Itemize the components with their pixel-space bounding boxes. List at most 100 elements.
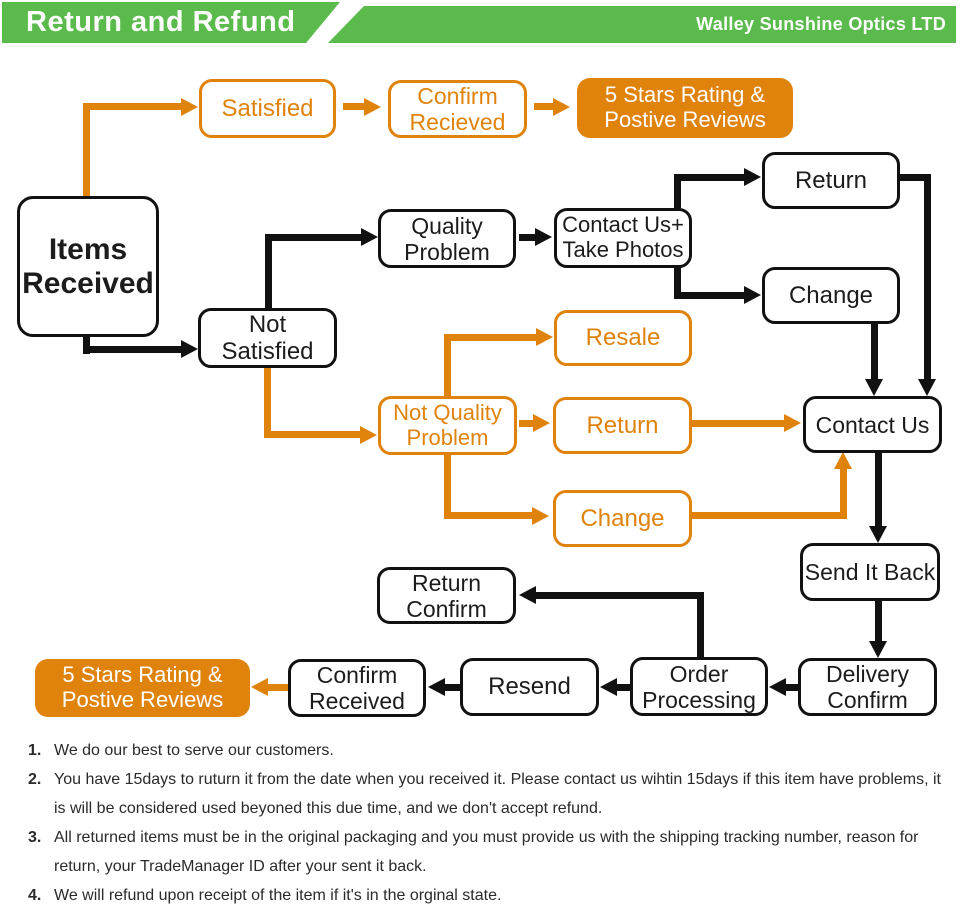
- node-label-line: Confirm: [417, 83, 498, 110]
- flow-line: [900, 174, 931, 181]
- flow-line: [265, 240, 272, 308]
- flow-line: [692, 420, 784, 427]
- node-label-line: Received: [309, 688, 405, 714]
- node-resale: Resale: [554, 310, 692, 366]
- note-text: All returned items must be in the origin…: [54, 829, 919, 875]
- node-satisfied: Satisfied: [199, 79, 336, 138]
- note-text: We will refund upon receipt of the item …: [54, 887, 502, 904]
- flow-line: [444, 684, 460, 691]
- node-change-top: Change: [762, 267, 900, 324]
- flow-line: [840, 469, 847, 519]
- flow-line: [875, 601, 882, 641]
- node-label-line: Not: [248, 310, 287, 338]
- note-number: 1.: [28, 742, 42, 759]
- flow-line: [444, 334, 536, 341]
- node-label-line: 5 Stars Rating &: [62, 662, 223, 688]
- flow-line: [444, 512, 532, 519]
- page-title: Return and Refund: [26, 6, 296, 38]
- node-label-line: 5 Stars Rating &: [604, 82, 766, 108]
- node-return-top: Return: [762, 152, 900, 209]
- note-number: 3.: [28, 829, 42, 846]
- arrowhead: [784, 414, 801, 432]
- node-label-line: Problem: [406, 424, 489, 450]
- node-label-line: Confirm: [827, 687, 908, 713]
- node-label-line: Confirm: [316, 662, 398, 689]
- arrowhead: [744, 286, 761, 304]
- node-label-line: Return: [794, 166, 868, 194]
- flow-line: [616, 684, 630, 691]
- node-resend: Resend: [460, 658, 599, 716]
- arrowhead: [869, 526, 887, 543]
- node-label-line: Quality: [411, 212, 483, 239]
- arrowhead: [533, 414, 550, 432]
- note-text: We do our best to serve our customers.: [54, 742, 334, 759]
- flow-line: [268, 684, 288, 691]
- arrowhead: [869, 641, 887, 658]
- arrowhead: [553, 98, 570, 116]
- note-number: 2.: [28, 771, 42, 788]
- notes-list: 1. We do our best to serve our customers.…: [28, 736, 943, 910]
- note-item: 1. We do our best to serve our customers.: [28, 736, 943, 765]
- node-label-line: Send It Back: [804, 559, 936, 585]
- note-item: 3. All returned items must be in the orig…: [28, 823, 943, 881]
- flow-line: [444, 338, 451, 397]
- note-item: 4. We will refund upon receipt of the ite…: [28, 881, 943, 910]
- node-label-line: Items: [48, 232, 128, 266]
- header-bar-left: [2, 2, 340, 43]
- node-label-line: Received: [22, 266, 154, 300]
- node-label-line: Resend: [488, 673, 571, 701]
- arrowhead: [519, 586, 536, 604]
- node-return-mid: Return: [553, 397, 692, 454]
- flow-line: [519, 234, 535, 241]
- node-label-line: Order: [669, 660, 729, 687]
- arrowhead: [181, 340, 198, 358]
- flow-line: [674, 178, 681, 208]
- flow-line: [343, 103, 364, 110]
- flow-line: [534, 103, 553, 110]
- node-label-line: Satisfied: [221, 338, 314, 365]
- node-send-it-back: Send It Back: [800, 543, 940, 601]
- note-text: You have 15days to ruturn it from the da…: [54, 771, 941, 817]
- node-label-line: Postive Reviews: [61, 687, 224, 712]
- node-label-line: Return: [586, 411, 659, 439]
- flow-line: [264, 368, 271, 438]
- note-item: 2. You have 15days to ruturn it from the …: [28, 765, 943, 823]
- flow-line: [871, 324, 878, 379]
- flow-line: [444, 455, 451, 519]
- node-label-line: Processing: [642, 686, 756, 713]
- flow-line: [692, 512, 847, 519]
- note-number: 4.: [28, 887, 42, 904]
- arrowhead: [600, 678, 617, 696]
- node-label-line: Satisfied: [221, 94, 314, 122]
- node-label-line: Postive Reviews: [604, 107, 766, 132]
- arrowhead: [918, 379, 936, 396]
- node-label-line: Not Quality: [393, 399, 502, 425]
- arrowhead: [360, 426, 377, 444]
- arrowhead: [251, 678, 268, 696]
- node-five-stars-bottom: 5 Stars Rating &Postive Reviews: [35, 659, 250, 717]
- arrowhead: [428, 678, 445, 696]
- node-label-line: Confirm: [406, 595, 487, 622]
- arrowhead: [769, 678, 786, 696]
- arrowhead: [535, 228, 552, 246]
- node-contact-us-take-photos: Contact Us+Take Photos: [554, 208, 692, 268]
- company-name: Walley Sunshine Optics LTD: [696, 14, 946, 34]
- header-bar-right: [328, 6, 956, 43]
- flow-line: [697, 596, 704, 657]
- arrowhead: [364, 98, 381, 116]
- node-five-stars-top: 5 Stars Rating &Postive Reviews: [577, 78, 793, 138]
- flow-line: [785, 684, 798, 691]
- flow-line: [875, 453, 882, 526]
- flow-line: [83, 337, 90, 354]
- flow-line: [674, 292, 744, 299]
